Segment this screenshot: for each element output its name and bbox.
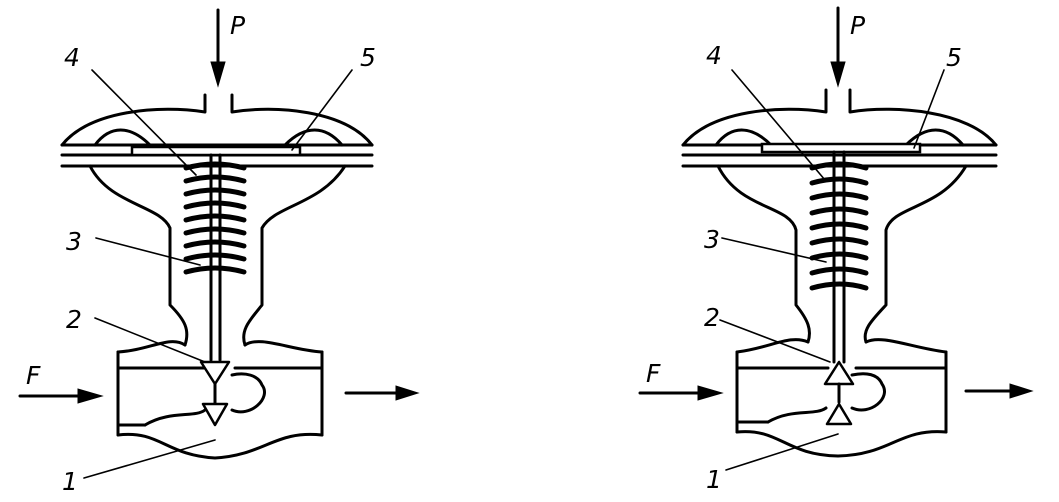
pressure-arrow	[210, 8, 226, 88]
valve-plug	[823, 360, 855, 426]
valve-housing	[60, 93, 374, 460]
flow-out-arrow	[964, 383, 1034, 399]
flow-label: F	[26, 361, 41, 390]
callout-diaphragm: 5	[360, 43, 376, 72]
pressure-label: P	[850, 11, 866, 40]
flow-out-arrow	[344, 385, 420, 401]
callout-plug: 2	[704, 303, 720, 332]
valve-diagram-closed: P F 4 5 3 2 1	[638, 6, 1034, 494]
leader-lines	[83, 69, 353, 479]
flow-in-arrow	[638, 385, 724, 401]
valve-plug	[199, 360, 231, 427]
callout-body: 1	[706, 465, 722, 494]
callout-stem: 3	[66, 227, 82, 256]
callout-spring: 4	[64, 43, 80, 72]
callout-diaphragm: 5	[946, 43, 962, 72]
spring	[809, 161, 869, 291]
leader-lines	[719, 69, 945, 471]
flow-in-arrow	[18, 388, 104, 404]
valve-stem	[832, 150, 846, 364]
pressure-arrow	[830, 6, 846, 88]
diaphragm-plate	[760, 142, 922, 154]
spring	[183, 161, 247, 275]
callout-body: 1	[62, 467, 78, 496]
valve-diagram-open: P F 4 5 3 2 1	[18, 8, 420, 496]
flow-label: F	[646, 359, 661, 388]
callout-spring: 4	[706, 41, 722, 70]
diaphragm-plate	[130, 145, 302, 157]
pressure-label: P	[230, 11, 246, 40]
callout-plug: 2	[66, 305, 82, 334]
callout-stem: 3	[704, 225, 720, 254]
